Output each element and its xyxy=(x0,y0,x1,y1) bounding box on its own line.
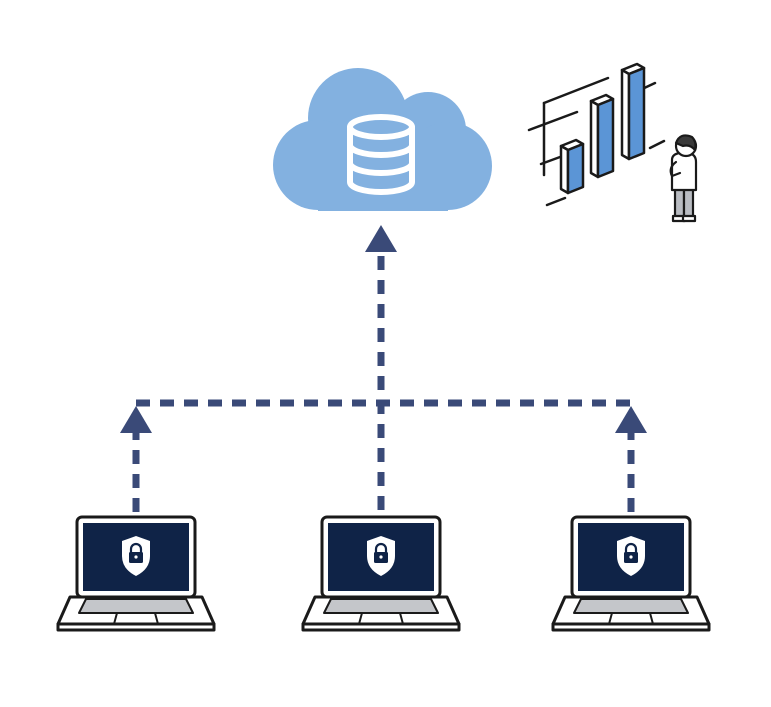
laptop-lock-icon xyxy=(56,515,216,632)
cloud-shape xyxy=(273,68,492,211)
arrowhead-up-cloud xyxy=(365,225,397,252)
chart-bar xyxy=(559,138,585,195)
shield-lock-icon xyxy=(122,536,150,576)
chart-bar xyxy=(620,62,646,161)
laptop-lock-icon xyxy=(551,515,711,632)
shield-lock-icon xyxy=(617,536,645,576)
chart-bar xyxy=(589,93,615,179)
connector-lines xyxy=(132,255,635,512)
chart-gridlines xyxy=(527,76,666,207)
database-icon xyxy=(347,114,415,195)
laptop-lock-icon xyxy=(301,515,461,632)
shield-lock-icon xyxy=(367,536,395,576)
arrowhead-up-right xyxy=(615,406,647,433)
person-icon xyxy=(669,134,698,223)
arrowhead-up-left xyxy=(120,406,152,433)
analytics-chart-with-person-icon xyxy=(527,62,698,223)
cloud-database-icon xyxy=(273,68,492,211)
